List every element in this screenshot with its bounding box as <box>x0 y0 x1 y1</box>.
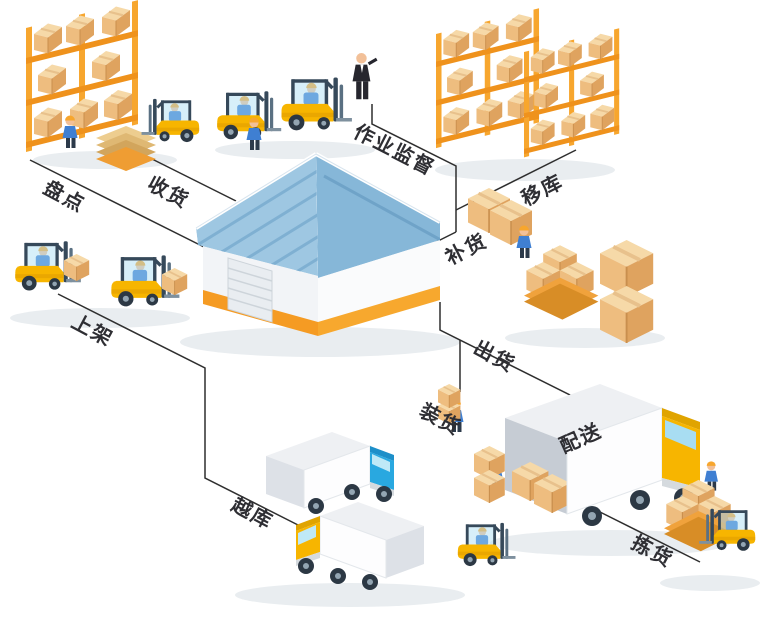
forklift-icon <box>279 75 354 133</box>
yellow-truck-cab-icon <box>296 516 378 590</box>
delivery-cluster <box>437 383 700 568</box>
carton-icon <box>63 253 91 282</box>
supervisor-icon <box>352 53 378 100</box>
pallet-stack-icon <box>524 245 598 319</box>
flow-line-receive <box>149 157 237 202</box>
flow-line-supervise <box>371 104 457 232</box>
lumber-pallet-icon <box>96 126 156 171</box>
forklift-icon <box>456 521 517 568</box>
crossdock-cluster <box>265 431 425 590</box>
blue-truck-cab-icon <box>308 446 394 514</box>
flow-line-stocktake <box>29 159 209 250</box>
warehouse-illustration <box>194 152 441 336</box>
flow-line-pick <box>599 511 701 563</box>
forklift-icon <box>140 97 201 144</box>
delivery-truck-icon <box>505 384 700 526</box>
ship-cluster <box>516 225 656 345</box>
shelve-cluster <box>13 239 189 309</box>
move-cluster <box>436 8 619 157</box>
shelf-rack-icon <box>436 8 539 148</box>
stocktake-cluster <box>26 0 201 171</box>
flow-line-shelve-crossdock <box>57 293 301 527</box>
truck-cargo-icon <box>319 501 425 579</box>
